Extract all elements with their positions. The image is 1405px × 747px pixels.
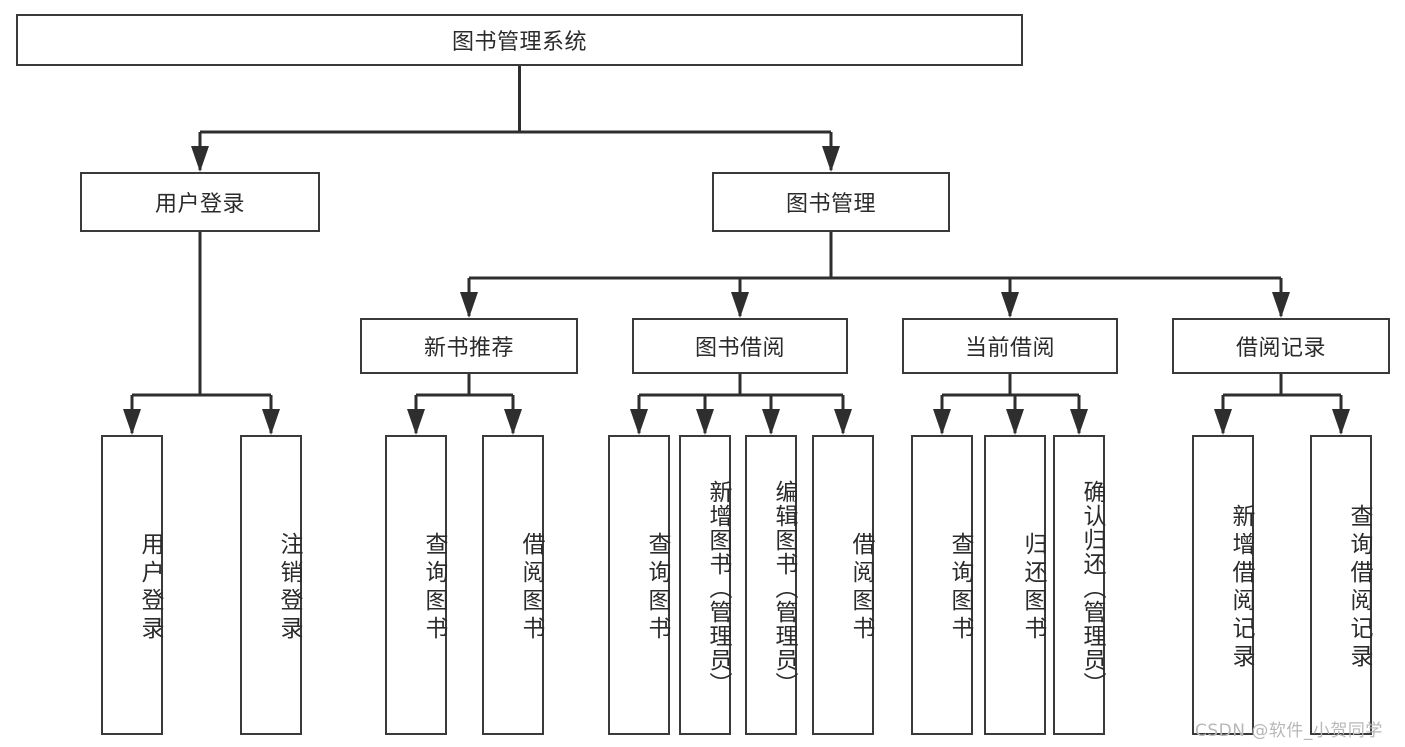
node-root[interactable]: 图书管理系统 <box>16 14 1023 66</box>
connector-arrowhead <box>1070 409 1088 435</box>
node-leaf-nb-borrow[interactable]: 借阅图书 <box>482 435 544 735</box>
node-label: 新增图书（管理员） <box>705 480 731 696</box>
node-label: 注销登录 <box>276 532 302 644</box>
node-leaf-user-login[interactable]: 用户登录 <box>101 435 163 735</box>
connector-arrowhead <box>407 409 425 435</box>
node-leaf-cur-confirm[interactable]: 确认归还（管理员） <box>1053 435 1105 735</box>
connector-arrowhead <box>1272 292 1290 318</box>
node-label: 图书管理 <box>785 192 876 217</box>
node-label: 编辑图书（管理员） <box>771 480 797 696</box>
connector-arrowhead <box>191 146 209 172</box>
node-records[interactable]: 借阅记录 <box>1172 318 1390 374</box>
node-leaf-cur-return[interactable]: 归还图书 <box>984 435 1046 735</box>
connector-arrowhead <box>123 409 141 435</box>
node-leaf-bl-borrow[interactable]: 借阅图书 <box>812 435 874 735</box>
node-label: 借阅图书 <box>848 532 874 644</box>
node-label: 查询图书 <box>421 532 447 644</box>
node-label: 图书借阅 <box>694 336 785 361</box>
connector-arrowhead <box>933 409 951 435</box>
node-leaf-rec-add[interactable]: 新增借阅记录 <box>1192 435 1254 735</box>
connector-arrowhead <box>696 409 714 435</box>
node-label: 用户登录 <box>154 192 245 217</box>
node-label: 借阅图书 <box>518 532 544 644</box>
connector-arrowhead <box>1006 409 1024 435</box>
node-book-mgmt[interactable]: 图书管理 <box>712 172 950 232</box>
node-user-login[interactable]: 用户登录 <box>80 172 320 232</box>
node-borrow[interactable]: 图书借阅 <box>632 318 848 374</box>
connector-arrowhead <box>834 409 852 435</box>
connector-arrowhead <box>630 409 648 435</box>
connector-arrowhead <box>1001 292 1019 318</box>
node-leaf-logout[interactable]: 注销登录 <box>240 435 302 735</box>
node-label: 确认归还（管理员） <box>1079 480 1105 696</box>
connector-arrowhead <box>1332 409 1350 435</box>
connector-arrowhead <box>822 146 840 172</box>
node-label: 新书推荐 <box>423 336 514 361</box>
node-label: 借阅记录 <box>1235 336 1326 361</box>
node-label: 查询借阅记录 <box>1346 504 1372 672</box>
connector-arrowhead <box>731 292 749 318</box>
node-label: 图书管理系统 <box>451 30 587 55</box>
node-current[interactable]: 当前借阅 <box>902 318 1118 374</box>
node-leaf-rec-query[interactable]: 查询借阅记录 <box>1310 435 1372 735</box>
node-label: 归还图书 <box>1020 532 1046 644</box>
connector-arrowhead <box>504 409 522 435</box>
node-leaf-bl-add[interactable]: 新增图书（管理员） <box>679 435 731 735</box>
connector-arrowhead <box>1214 409 1232 435</box>
node-label: 用户登录 <box>137 532 163 644</box>
node-label: 查询图书 <box>644 532 670 644</box>
node-leaf-cur-query[interactable]: 查询图书 <box>911 435 973 735</box>
node-label: 新增借阅记录 <box>1228 504 1254 672</box>
node-leaf-nb-query[interactable]: 查询图书 <box>385 435 447 735</box>
node-label: 当前借阅 <box>964 336 1055 361</box>
node-new-books[interactable]: 新书推荐 <box>360 318 578 374</box>
node-leaf-bl-edit[interactable]: 编辑图书（管理员） <box>745 435 797 735</box>
connector-arrowhead <box>460 292 478 318</box>
node-label: 查询图书 <box>947 532 973 644</box>
connector-arrowhead <box>262 409 280 435</box>
node-leaf-bl-query[interactable]: 查询图书 <box>608 435 670 735</box>
csdn-watermark: CSDN @软件_小贺同学 <box>1195 721 1383 741</box>
connector-arrowhead <box>762 409 780 435</box>
